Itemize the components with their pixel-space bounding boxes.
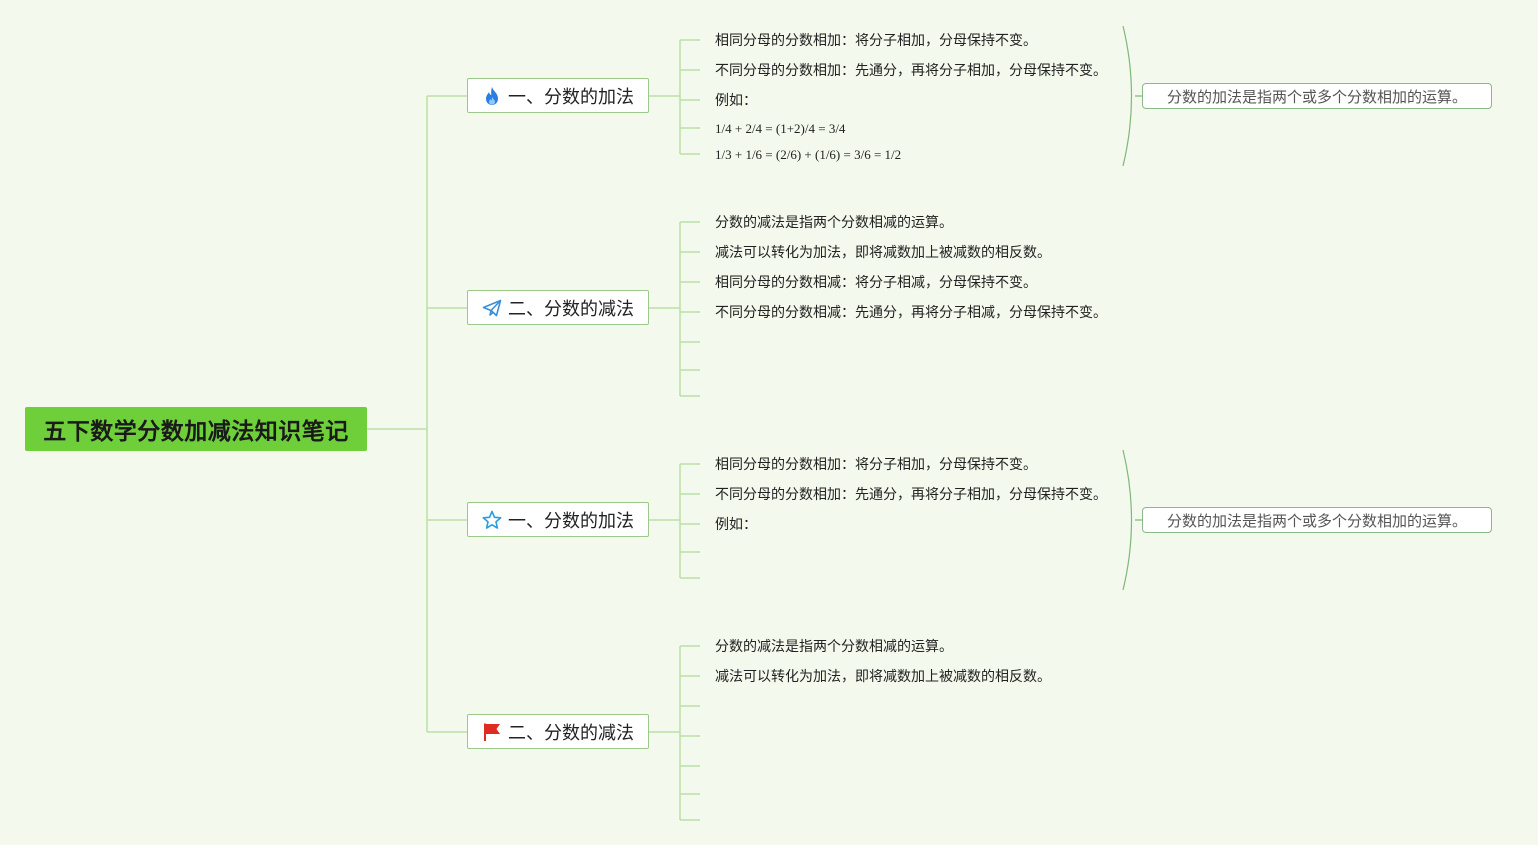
root-topic[interactable]: 五下数学分数加减法知识笔记 — [25, 407, 367, 451]
branch-topic-addition-1[interactable]: 一、分数的加法 — [467, 78, 649, 113]
leaf-item[interactable]: 例如： — [715, 516, 757, 532]
leaf-item[interactable]: 减法可以转化为加法，即将减数加上被减数的相反数。 — [715, 668, 1051, 684]
leaf-item[interactable]: 不同分母的分数相加：先通分，再将分子相加，分母保持不变。 — [715, 62, 1107, 78]
leaf-item-formula[interactable]: 1/4 + 2/4 = (1+2)/4 = 3/4 — [715, 121, 846, 136]
leaf-item-formula[interactable]: 1/3 + 1/6 = (2/6) + (1/6) = 3/6 = 1/2 — [715, 147, 902, 162]
leaf-item[interactable]: 分数的减法是指两个分数相减的运算。 — [715, 638, 953, 654]
branch-topic-label: 一、分数的加法 — [508, 86, 634, 107]
summary-label: 分数的加法是指两个或多个分数相加的运算。 — [1166, 88, 1467, 106]
summary-label: 分数的加法是指两个或多个分数相加的运算。 — [1166, 512, 1467, 530]
branch-topic-addition-2[interactable]: 一、分数的加法 — [467, 502, 649, 537]
summary-box-addition-1[interactable]: 分数的加法是指两个或多个分数相加的运算。 — [1142, 83, 1492, 109]
leaf-item[interactable]: 分数的减法是指两个分数相减的运算。 — [715, 214, 953, 230]
summary-bracket-1 — [1122, 25, 1133, 167]
summary-box-addition-2[interactable]: 分数的加法是指两个或多个分数相加的运算。 — [1142, 507, 1492, 533]
leaf-item[interactable]: 相同分母的分数相减：将分子相减，分母保持不变。 — [715, 274, 1037, 290]
branch-topic-label: 二、分数的减法 — [508, 722, 634, 743]
branch-topic-label: 一、分数的加法 — [508, 510, 634, 531]
branch-topic-subtraction-2[interactable]: 二、分数的减法 — [467, 714, 649, 749]
flag-icon — [482, 722, 502, 742]
root-topic-label: 五下数学分数加减法知识笔记 — [43, 418, 349, 444]
leaf-item[interactable]: 相同分母的分数相加：将分子相加，分母保持不变。 — [715, 456, 1037, 472]
leaf-item[interactable]: 不同分母的分数相加：先通分，再将分子相加，分母保持不变。 — [715, 486, 1107, 502]
branch-topic-label: 二、分数的减法 — [508, 298, 634, 319]
branch-topic-subtraction-1[interactable]: 二、分数的减法 — [467, 290, 649, 325]
star-icon — [482, 510, 502, 530]
leaf-item[interactable]: 例如： — [715, 92, 757, 108]
fire-icon — [482, 86, 502, 106]
summary-bracket-2 — [1122, 449, 1133, 591]
paper-plane-icon — [482, 298, 502, 318]
leaf-item[interactable]: 减法可以转化为加法，即将减数加上被减数的相反数。 — [715, 244, 1051, 260]
leaf-item[interactable]: 不同分母的分数相减：先通分，再将分子相减，分母保持不变。 — [715, 304, 1107, 320]
leaf-item[interactable]: 相同分母的分数相加：将分子相加，分母保持不变。 — [715, 32, 1037, 48]
